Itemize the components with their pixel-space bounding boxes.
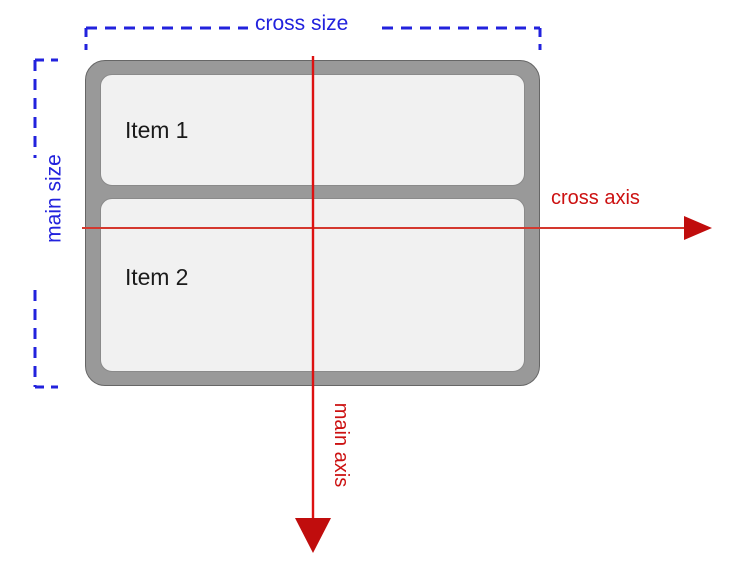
- flex-item-2: Item 2: [100, 198, 525, 372]
- main-axis-label: main axis: [330, 402, 352, 488]
- flex-item-1: Item 1: [100, 74, 525, 186]
- flex-item-1-label: Item 1: [125, 116, 189, 143]
- cross-size-label: cross size: [255, 12, 349, 35]
- cross-axis-label: cross axis: [551, 187, 640, 209]
- flex-item-2-label: Item 2: [125, 263, 189, 290]
- flex-container: Item 1 Item 2: [85, 60, 540, 386]
- main-size-label: main size: [42, 154, 66, 243]
